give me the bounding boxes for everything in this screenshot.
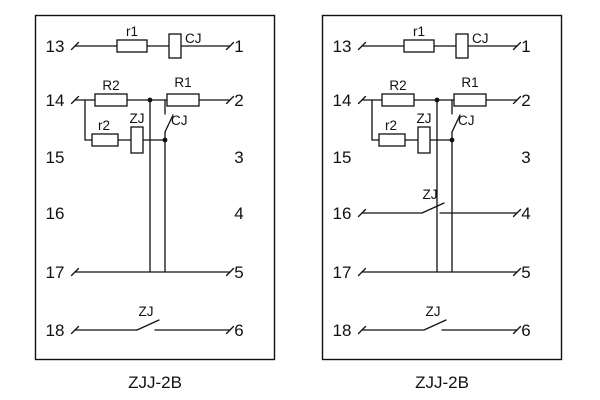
resistor-R1-box [453,93,487,107]
resistor-r2-box [91,133,119,147]
terminal-tick [70,325,80,335]
terminal-14: 14 [46,91,65,110]
terminal-18: 18 [46,321,65,340]
resistor-r2-label: r2 [385,118,397,133]
resistor-R2-label: R2 [102,78,119,93]
terminal-tick [70,41,80,51]
resistor-R2-label: R2 [389,78,406,93]
resistor-R1-label: R1 [174,75,191,90]
terminal-tick [357,325,367,335]
terminal-1: 1 [521,37,530,56]
terminal-15: 15 [46,148,65,167]
terminal-tick [357,208,367,218]
cj-contact-label: CJ [458,113,475,128]
terminal-6: 6 [521,321,530,340]
terminal-18: 18 [333,321,352,340]
terminal-13: 13 [46,37,65,56]
terminal-1: 1 [234,37,243,56]
terminal-4: 4 [521,204,530,223]
terminal-17: 17 [46,263,65,282]
junction-dot [434,97,440,103]
terminal-2: 2 [234,91,243,110]
resistor-r2-label: r2 [98,118,110,133]
terminal-tick [512,267,522,277]
terminal-tick [357,41,367,51]
terminal-4: 4 [234,204,243,223]
zj-bottom-contact-label: ZJ [139,304,154,319]
terminal-16: 16 [333,204,352,223]
terminal-tick [225,325,235,335]
coil-zj-label: ZJ [130,111,145,126]
cj-contact-blade [164,114,174,133]
panel-2-caption: ZJJ-2B [415,373,469,392]
terminal-17: 17 [333,263,352,282]
resistor-R1-label: R1 [461,75,478,90]
terminal-tick [70,267,80,277]
zj-contact-blade [423,319,447,331]
terminal-tick [225,41,235,51]
coil-zj-label: ZJ [417,111,432,126]
junction-dot [449,137,455,143]
coil-zj-box [417,126,431,154]
cj-contact-label: CJ [171,113,188,128]
terminal-3: 3 [234,148,243,167]
resistor-r1-label: r1 [413,24,425,39]
panel-2-border [321,14,563,361]
terminal-tick [225,95,235,105]
coil-zj-box [130,126,144,154]
terminal-3: 3 [521,148,530,167]
cj-contact-blade [451,114,461,133]
relay-panel-1: 13 14 15 16 17 18 1 2 3 4 5 6 r1 CJ R [34,14,276,392]
coil-cj-label: CJ [472,31,489,46]
terminal-5: 5 [234,263,243,282]
terminal-tick [512,95,522,105]
junction-dot [162,137,168,143]
zj-contact-blade [421,202,445,214]
zj-contact-blade [136,319,160,331]
panel-1-caption: ZJJ-2B [128,373,182,392]
resistor-r1-box [403,39,435,53]
coil-cj-label: CJ [185,31,202,46]
terminal-tick [512,208,522,218]
terminal-6: 6 [234,321,243,340]
terminal-14: 14 [333,91,352,110]
terminal-tick [357,95,367,105]
panel-1-border [34,14,276,361]
resistor-r2-box [378,133,406,147]
terminal-tick [512,41,522,51]
relay-panel-2: 13 14 15 16 17 18 1 2 3 4 5 6 r1 CJ R [321,14,563,392]
terminal-16: 16 [46,204,65,223]
resistor-r1-label: r1 [126,24,138,39]
terminal-tick [512,325,522,335]
resistor-R2-box [94,93,128,107]
resistor-R1-box [166,93,200,107]
terminal-tick [357,267,367,277]
terminal-2: 2 [521,91,530,110]
terminal-tick [225,267,235,277]
resistor-R2-box [381,93,415,107]
terminal-15: 15 [333,148,352,167]
terminal-13: 13 [333,37,352,56]
terminal-5: 5 [521,263,530,282]
resistor-r1-box [116,39,148,53]
zj-mid-contact-label: ZJ [423,187,438,202]
junction-dot [147,97,153,103]
zj-bottom-contact-label: ZJ [426,304,441,319]
terminal-tick [70,95,80,105]
coil-cj-box [455,33,469,59]
coil-cj-box [168,33,182,59]
